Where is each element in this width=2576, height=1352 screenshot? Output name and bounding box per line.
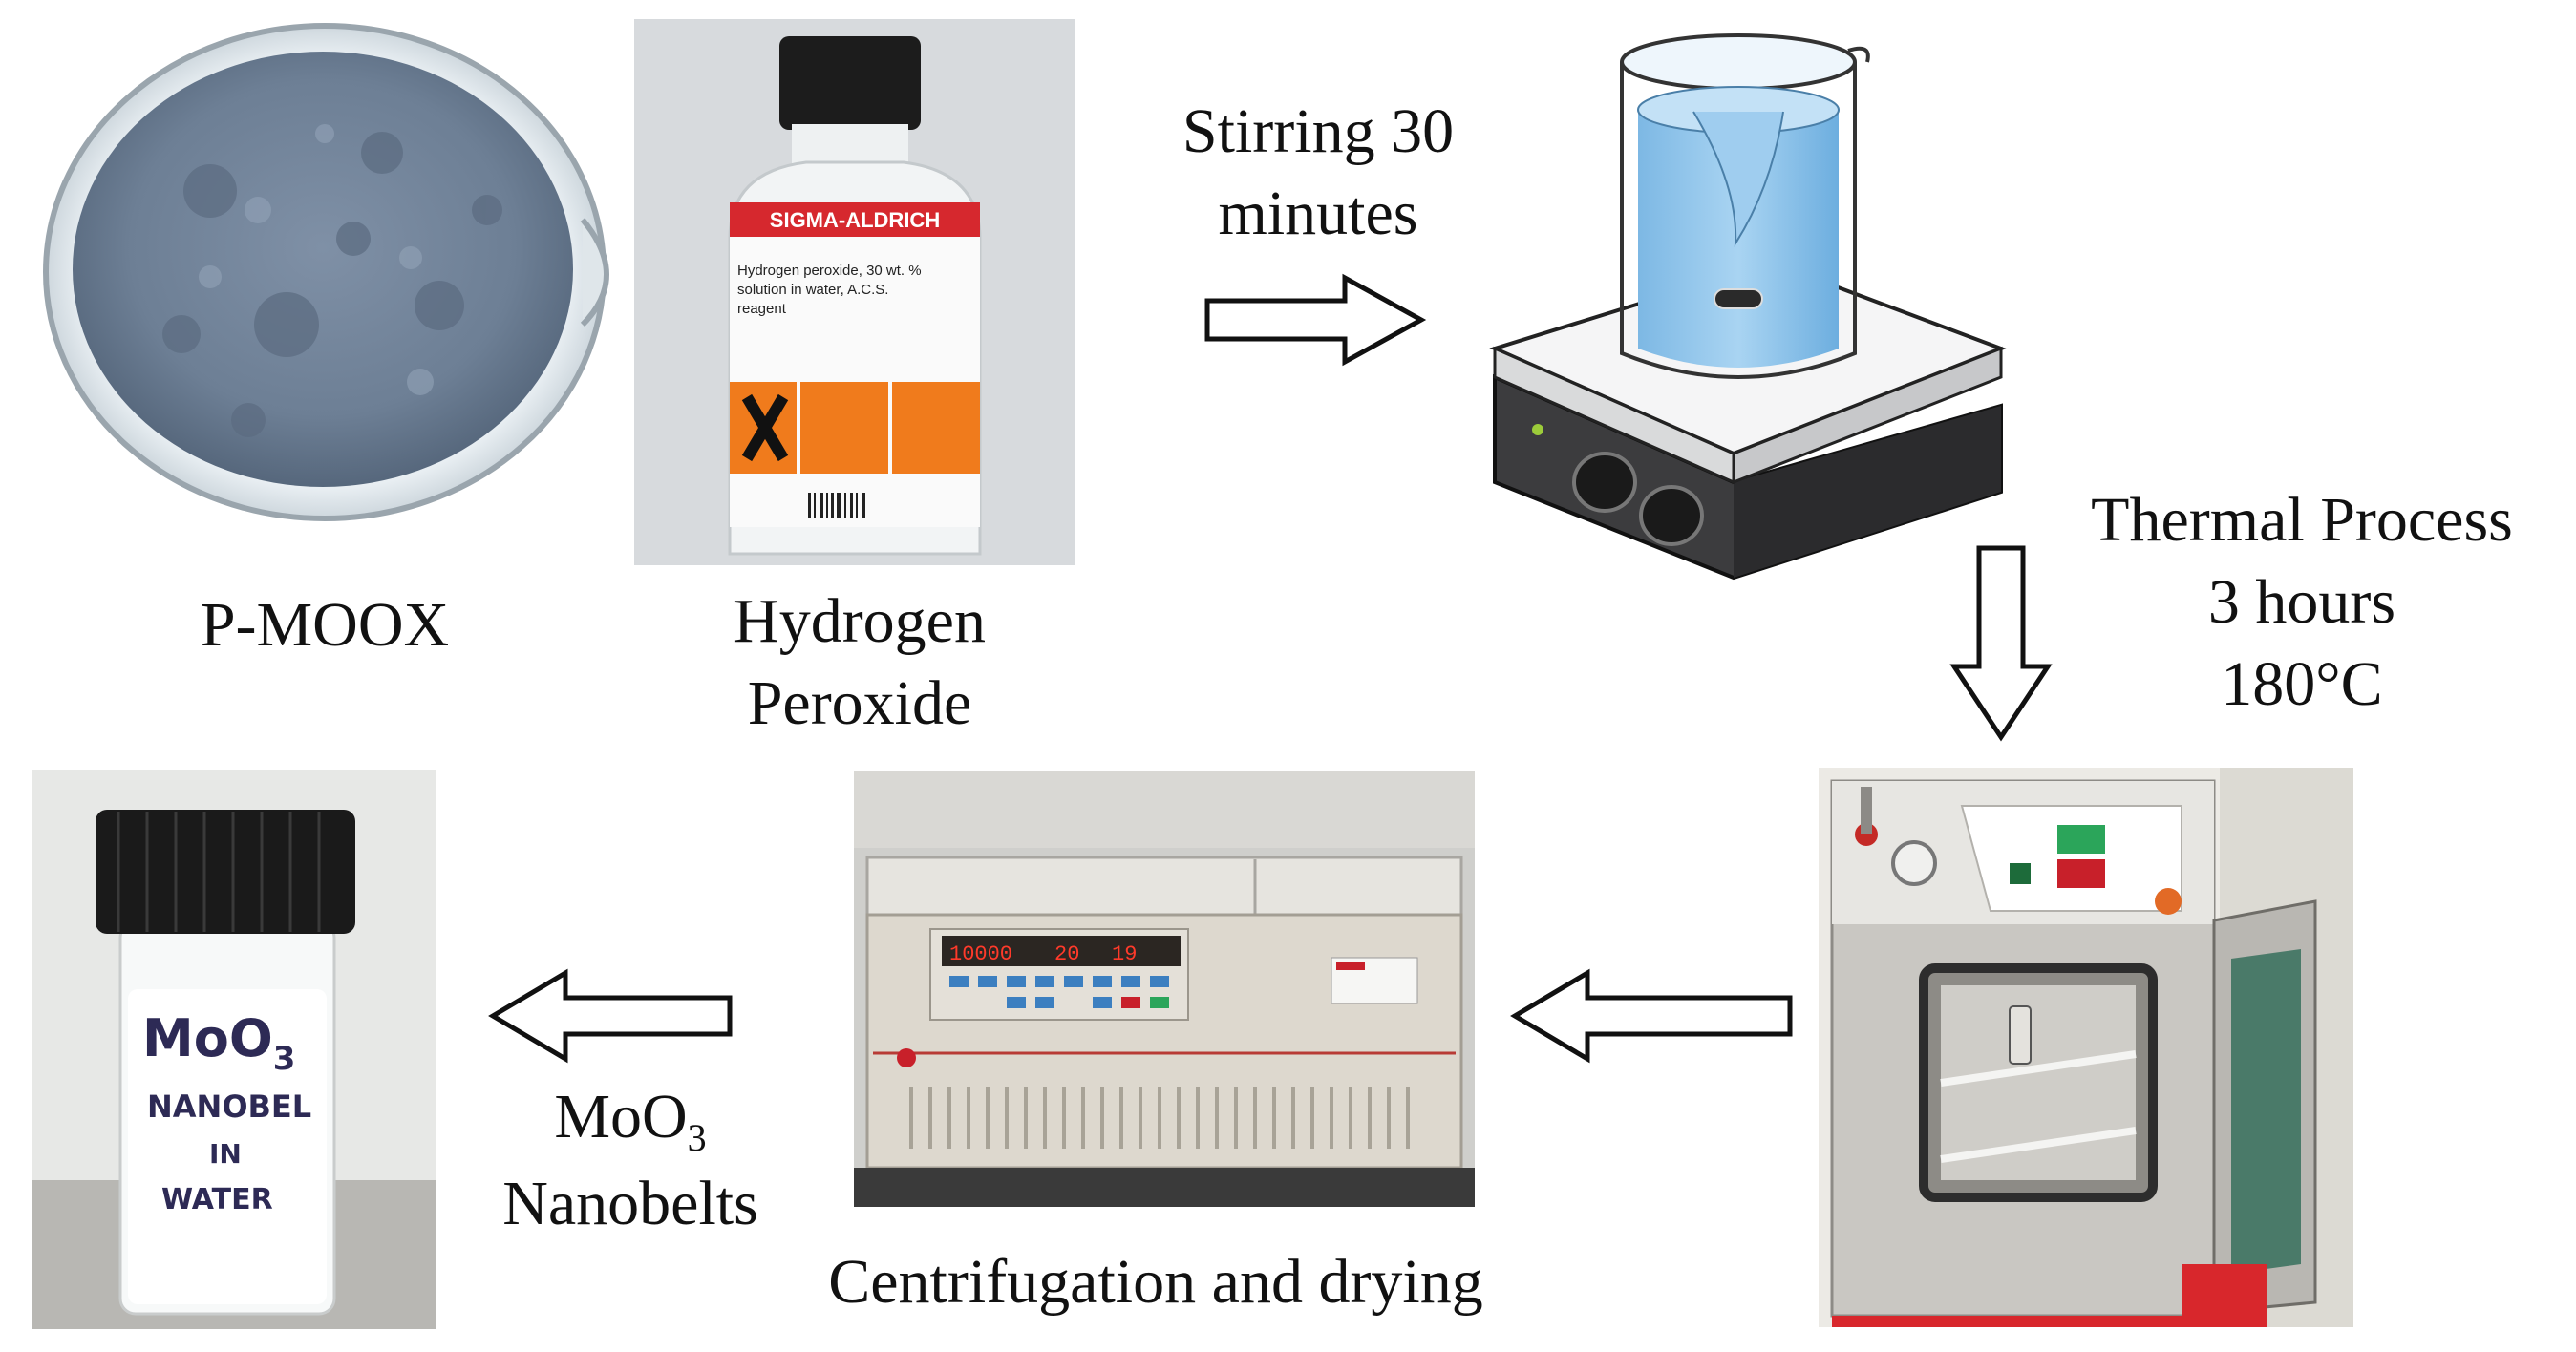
vial-handwriting-line-1: MoO [142, 1008, 273, 1068]
centrifuge-display-2: 20 [1054, 942, 1079, 966]
stirring-label-line-2: minutes [1118, 173, 1519, 255]
thermal-label-line-2: 3 hours [2034, 561, 2569, 644]
nanobelts-vial-photo: MoO3 NANOBEL IN WATER [32, 770, 436, 1329]
nanobelts-label-line-1: MoO3 [449, 1076, 812, 1163]
arrow-left-icon-2 [487, 967, 735, 1065]
nanobelts-label: MoO3 Nanobelts [449, 1076, 812, 1245]
hydrogen-peroxide-photo: SIGMA-ALDRICH Hydrogen peroxide, 30 wt. … [634, 19, 1075, 565]
pmoox-label: P-MOOX [115, 584, 535, 666]
hydrogen-peroxide-label: Hydrogen Peroxide [659, 581, 1060, 745]
sigma-aldrich-logo-text: SIGMA-ALDRICH [770, 208, 940, 232]
vial-handwriting-sub: 3 [273, 1040, 296, 1078]
stirring-label: Stirring 30 minutes [1118, 91, 1519, 255]
bottle-label-line-1: Hydrogen peroxide, 30 wt. % [737, 263, 922, 279]
vial-handwriting-line-2: NANOBEL [147, 1088, 311, 1125]
thermal-label-line-3: 180°C [2034, 644, 2569, 726]
centrifuge-display-1: 10000 [949, 942, 1012, 966]
bottle-label-line-3: reagent [737, 301, 787, 317]
bottle-label-line-2: solution in water, A.C.S. [737, 282, 888, 298]
pmoox-powder-photo [38, 19, 630, 525]
nanobelts-label-line-2: Nanobelts [449, 1163, 812, 1245]
hydrogen-peroxide-label-line-1: Hydrogen [659, 581, 1060, 663]
centrifuge-photo: 10000 20 19 [854, 771, 1475, 1207]
svg-text:MoO3: MoO3 [142, 1008, 295, 1078]
thermal-label-line-1: Thermal Process [2034, 479, 2569, 561]
arrow-right-icon [1202, 272, 1431, 368]
beckman-logo-icon [897, 1048, 916, 1067]
vacuum-oven-photo [1819, 768, 2353, 1327]
arrow-left-icon-1 [1509, 967, 1796, 1065]
pressure-gauge-icon [1893, 842, 1935, 884]
magnetic-stirrer-illustration [1485, 33, 2020, 587]
hydrogen-peroxide-label-line-2: Peroxide [659, 663, 1060, 745]
thermal-process-label: Thermal Process 3 hours 180°C [2034, 479, 2569, 725]
arrow-down-icon [1948, 542, 2054, 743]
centrifuge-display-3: 19 [1112, 942, 1137, 966]
stir-bar-icon [1714, 289, 1762, 308]
vial-handwriting-line-4: WATER [161, 1183, 273, 1216]
vial-handwriting-line-3: IN [209, 1138, 242, 1170]
oven-power-icon [2155, 888, 2182, 915]
centrifugation-label: Centrifugation and drying [726, 1241, 1586, 1323]
stirring-label-line-1: Stirring 30 [1118, 91, 1519, 173]
